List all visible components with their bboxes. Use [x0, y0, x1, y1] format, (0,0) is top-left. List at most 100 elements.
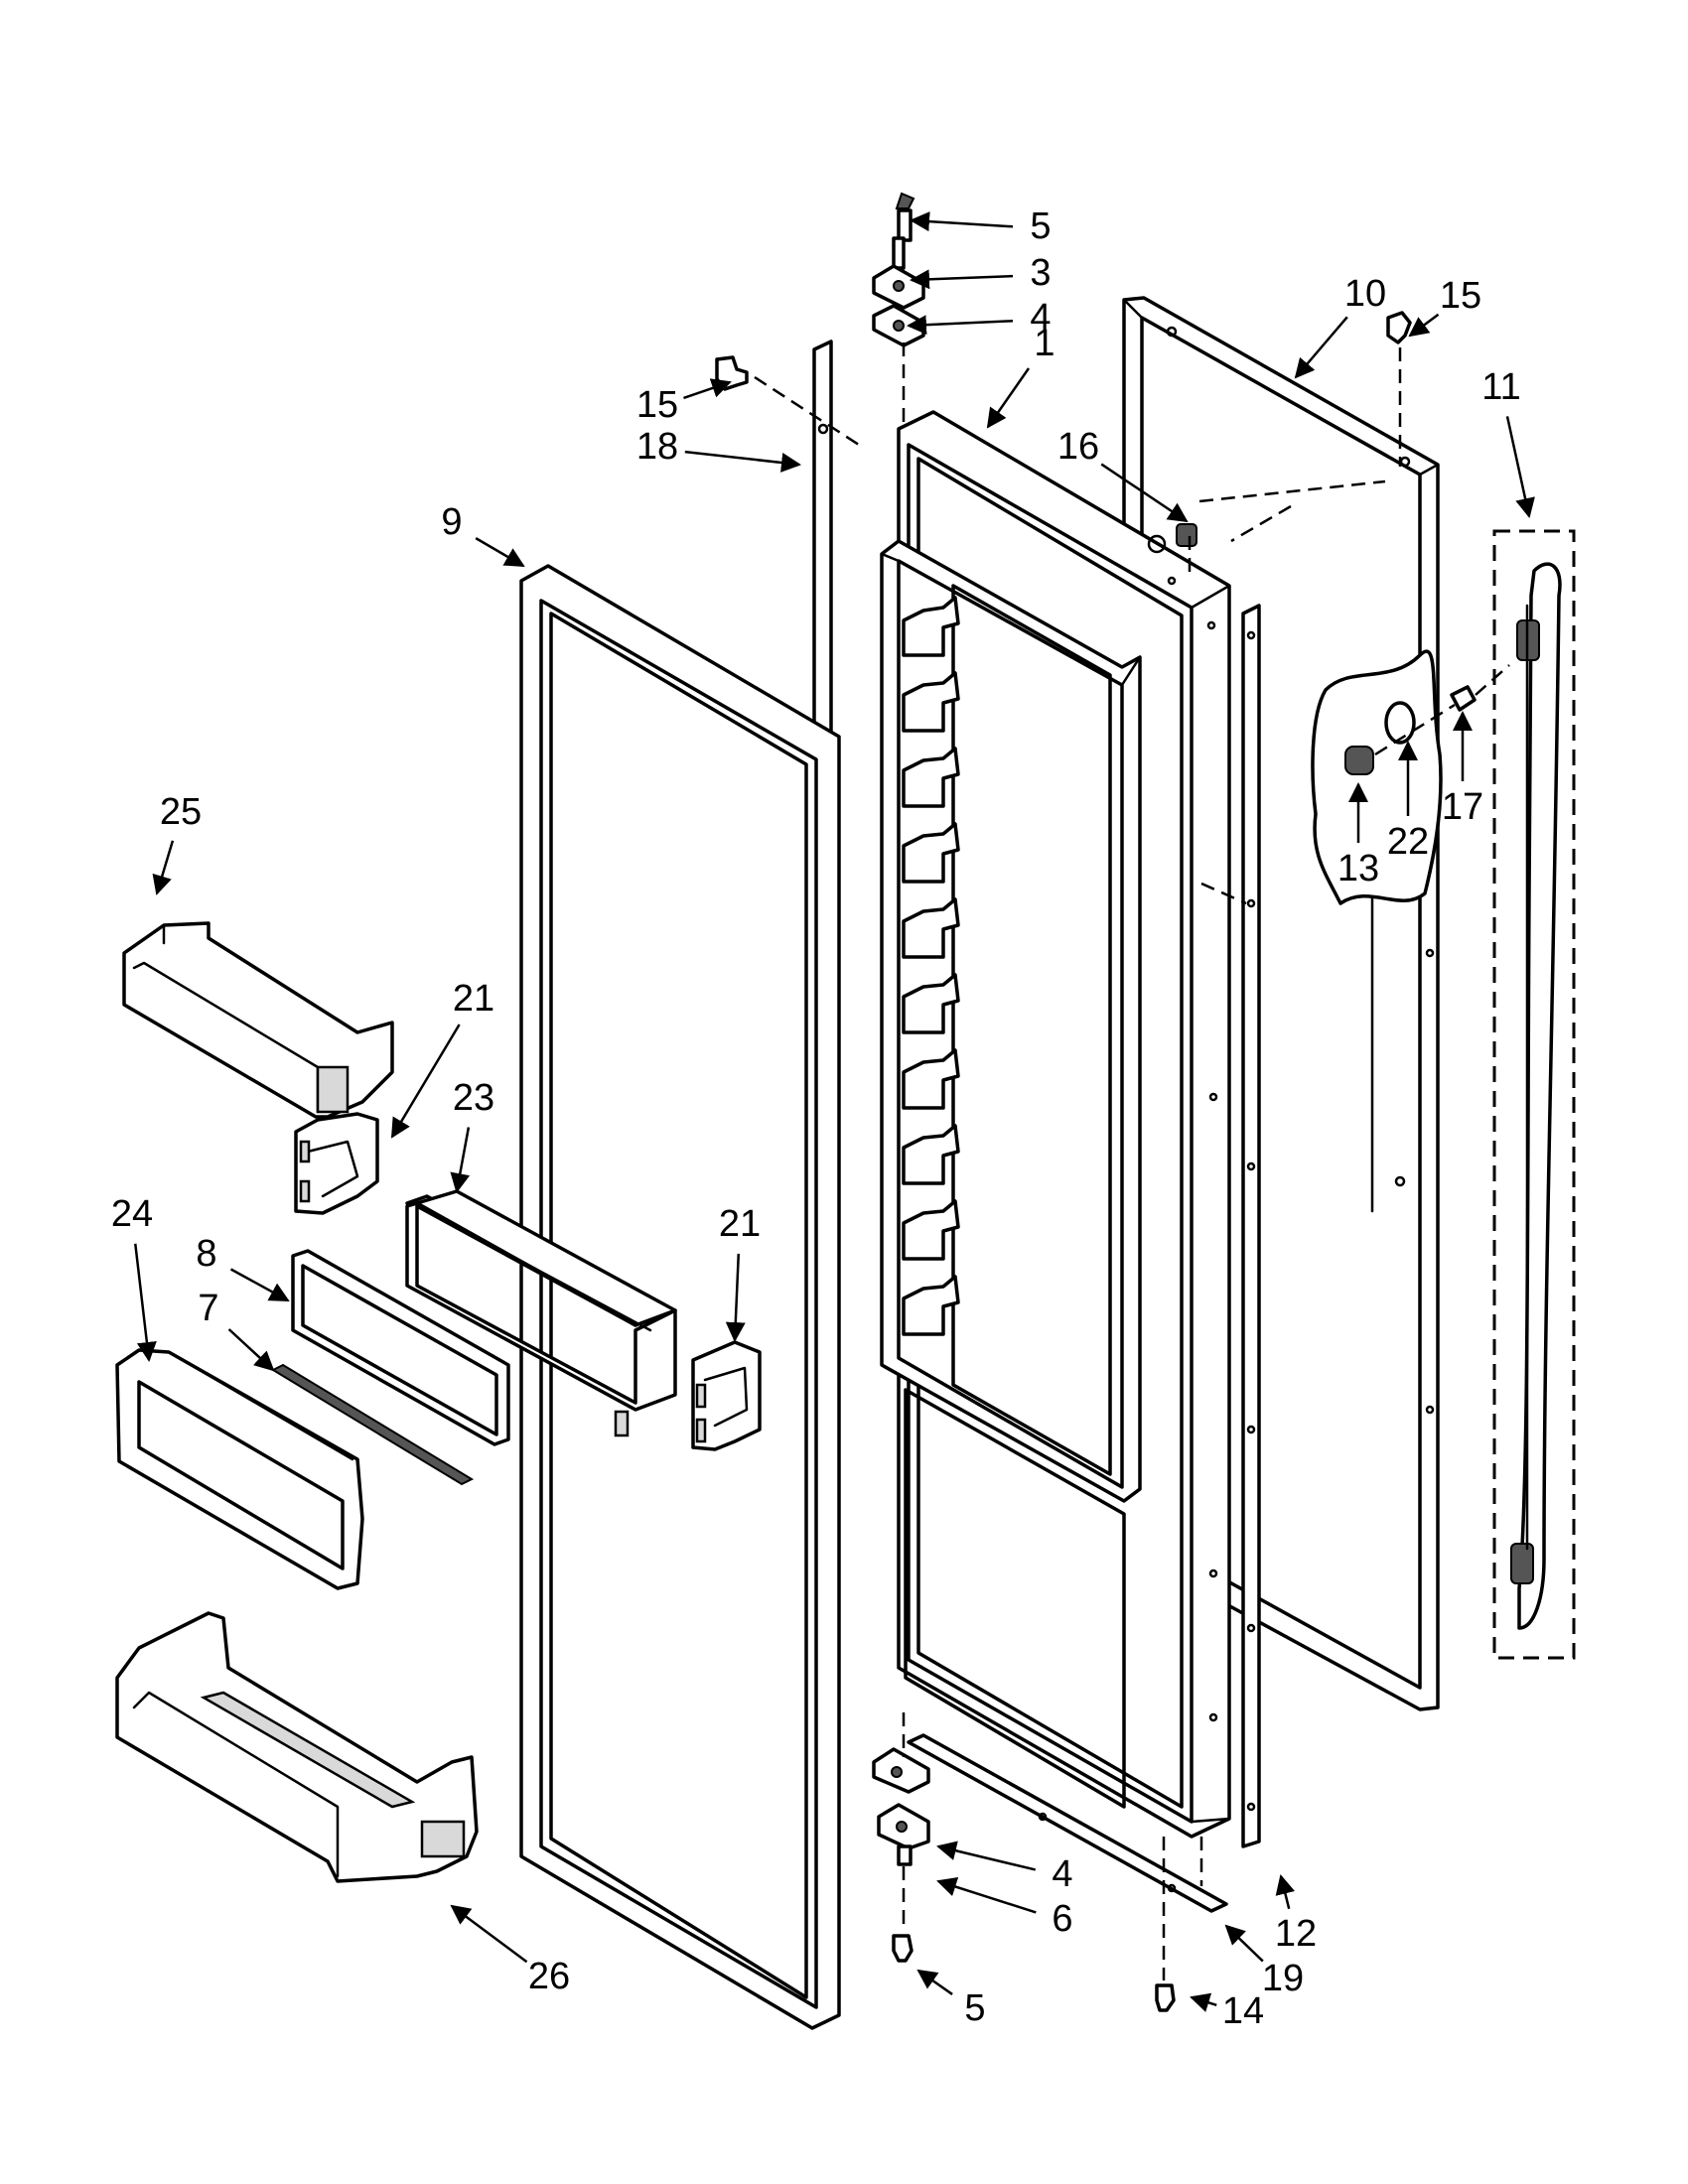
- callout-leader-arrow: [725, 1253, 746, 1342]
- callout-c22: 22: [1387, 741, 1429, 863]
- callout-label: 15: [636, 384, 678, 426]
- screw-15-right: [1386, 311, 1412, 344]
- callout-leader-arrow: [1224, 1924, 1264, 1963]
- part-1-door-liner: [880, 410, 1231, 1839]
- part-21-left-endcap: [294, 1112, 379, 1215]
- callout-c21-left: 21: [390, 978, 494, 1139]
- callout-label: 16: [1057, 426, 1099, 468]
- callout-leader-arrow: [229, 1268, 290, 1302]
- callout-c26: 26: [450, 1904, 570, 1997]
- callout-label: 4: [1052, 1853, 1072, 1895]
- callout-leader-arrow: [684, 450, 801, 473]
- callout-leader-arrow: [936, 1841, 1037, 1871]
- callout-leader-arrow: [936, 1876, 1037, 1914]
- callout-c14: 14: [1190, 1990, 1264, 2032]
- callout-c11: 11: [1481, 366, 1535, 518]
- callout-leader-arrow: [134, 1243, 157, 1362]
- callout-label: 4: [1030, 297, 1051, 339]
- callout-c12: 12: [1275, 1874, 1317, 1955]
- callout-leader-arrow: [1408, 313, 1440, 338]
- callout-c4-top: 4: [907, 297, 1052, 339]
- callout-label: 25: [160, 791, 202, 833]
- callout-leader-arrow: [390, 1024, 461, 1139]
- callout-c1: 1: [986, 323, 1055, 429]
- callout-label: 13: [1337, 848, 1379, 889]
- callout-label: 18: [636, 426, 678, 468]
- callout-label: 21: [719, 1203, 761, 1245]
- callout-label: 15: [1440, 275, 1481, 317]
- callout-c15-left: 15: [636, 378, 732, 426]
- part-12-trim-strip: [1241, 604, 1261, 1848]
- callout-label: 3: [1030, 252, 1051, 294]
- part-11-handle: [1492, 529, 1576, 1660]
- callout-c4-bottom: 4: [936, 1841, 1073, 1895]
- liner-shelf-clips: [902, 596, 960, 1336]
- callout-label: 7: [198, 1288, 218, 1329]
- part-16-bushing: [1176, 523, 1197, 547]
- callout-leader-arrow: [916, 1969, 953, 1995]
- callout-c23: 23: [450, 1077, 494, 1193]
- callout-leader-arrow: [910, 269, 1014, 290]
- part-26-door-bin: [115, 1611, 479, 1883]
- part-7-strip: [270, 1363, 475, 1486]
- callout-label: 17: [1442, 786, 1483, 828]
- part-9-gasket: [519, 564, 841, 2030]
- callout-c9: 9: [441, 501, 525, 568]
- callout-c8: 8: [196, 1233, 290, 1302]
- callout-label: 5: [964, 1987, 985, 2029]
- callout-leader-arrow: [1294, 316, 1348, 379]
- screw-14: [1155, 1983, 1176, 2012]
- callout-c10: 10: [1294, 273, 1386, 379]
- callout-label: 26: [528, 1956, 570, 1997]
- callout-label: 9: [441, 501, 462, 543]
- callout-label: 21: [453, 978, 494, 1020]
- callout-c5-bottom: 5: [916, 1969, 986, 2029]
- callout-label: 19: [1262, 1958, 1304, 1999]
- callout-label: 5: [1030, 205, 1051, 247]
- callout-leader-arrow: [227, 1328, 275, 1372]
- callout-c5-top: 5: [910, 205, 1052, 247]
- callout-c19: 19: [1224, 1924, 1304, 1999]
- callout-label: 12: [1275, 1913, 1317, 1955]
- callout-label: 14: [1222, 1990, 1264, 2032]
- callout-c16: 16: [1057, 426, 1189, 523]
- assembly-lines: [754, 342, 1510, 1980]
- callout-c25: 25: [152, 791, 202, 895]
- callout-c13: 13: [1337, 782, 1379, 889]
- callout-leader-arrow: [475, 537, 525, 568]
- callout-c7: 7: [198, 1288, 275, 1372]
- bottom-hinge-assembly: [872, 1747, 930, 1963]
- callout-label: 1: [1034, 323, 1055, 364]
- callout-c15-right: 15: [1408, 275, 1481, 338]
- callout-label: 8: [196, 1233, 216, 1275]
- part-24-shelf-front: [115, 1348, 364, 1590]
- part-25-door-bin: [122, 921, 394, 1119]
- callout-label: 23: [453, 1077, 494, 1119]
- callout-label: 24: [111, 1193, 153, 1235]
- callout-leader-arrow: [450, 1904, 528, 1964]
- part-19-bottom-trim: [907, 1733, 1228, 1913]
- part-8-frame: [291, 1249, 510, 1446]
- parts-13-22-17: [1344, 685, 1477, 775]
- callout-label: 6: [1052, 1898, 1072, 1940]
- part-21-right-endcap: [691, 1340, 762, 1451]
- callout-leader-arrow: [1190, 1992, 1217, 2012]
- callout-label: 10: [1344, 273, 1386, 315]
- callout-leader-arrow: [683, 378, 732, 400]
- callout-c6: 6: [936, 1876, 1073, 1940]
- callout-leader-arrow: [910, 211, 1014, 232]
- callout-leader-arrow: [450, 1127, 471, 1193]
- callout-leader-arrow: [1505, 416, 1535, 518]
- callout-c3: 3: [910, 252, 1052, 294]
- callout-label: 22: [1387, 821, 1429, 863]
- callout-c17: 17: [1442, 711, 1483, 828]
- callout-leader-arrow: [152, 840, 175, 895]
- callout-leader-arrow: [907, 315, 1014, 336]
- callout-label: 11: [1481, 366, 1520, 408]
- part-23-bin-frame: [405, 1189, 677, 1437]
- callout-leader-arrow: [1275, 1874, 1296, 1910]
- callout-c18: 18: [636, 426, 801, 473]
- top-hinge-assembly: [872, 192, 925, 347]
